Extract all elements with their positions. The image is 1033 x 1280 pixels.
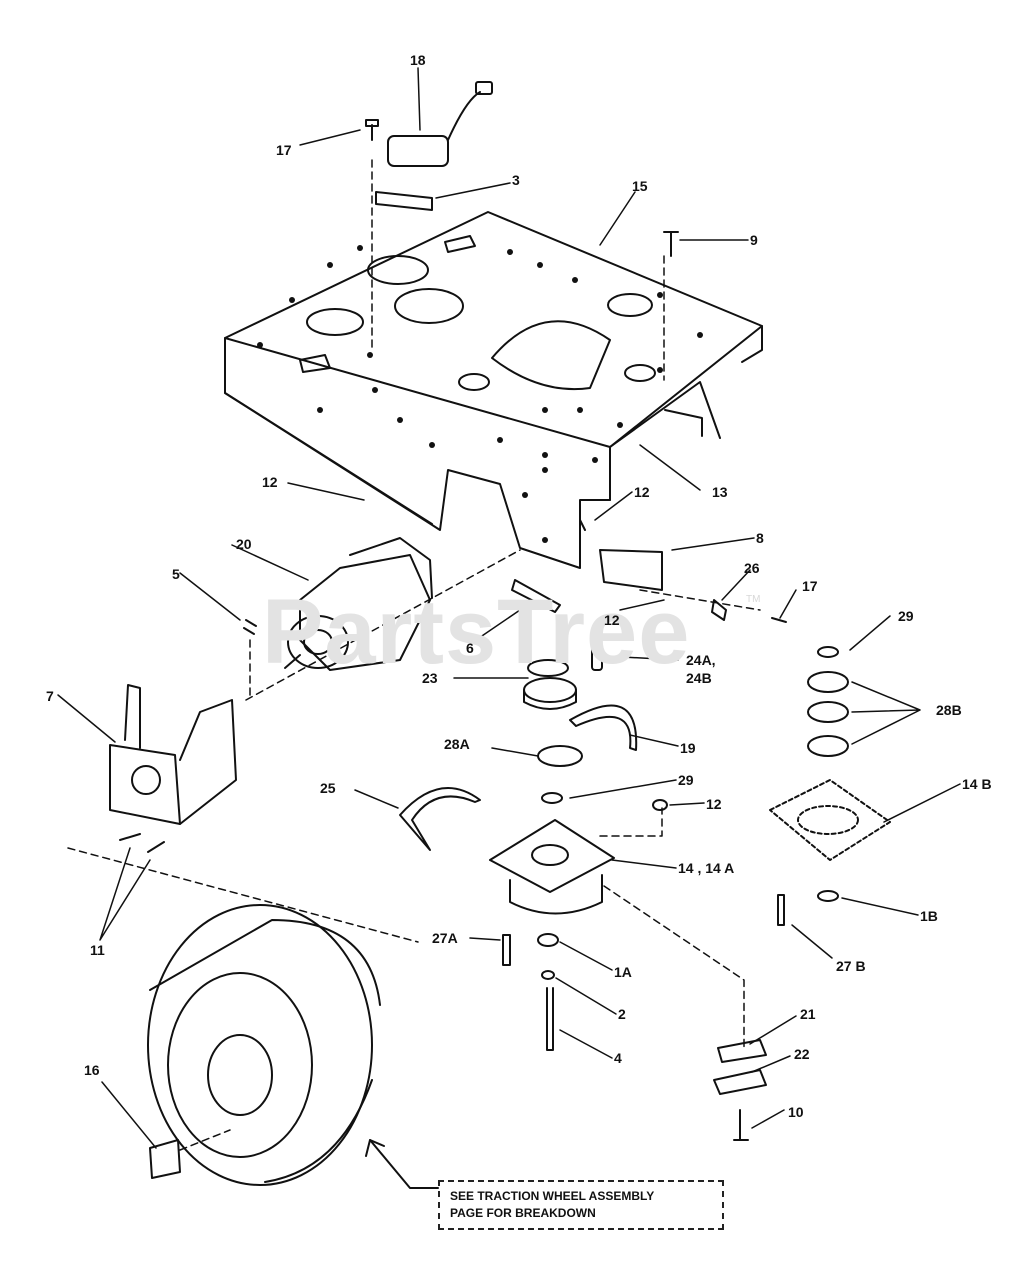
part-label-24a: 24A,	[686, 652, 716, 668]
part-label-28a: 28A	[444, 736, 470, 752]
part-label-17-top: 17	[276, 142, 292, 158]
part-label-3: 3	[512, 172, 520, 188]
frame-holes	[257, 245, 703, 543]
part-label-7: 7	[46, 688, 54, 704]
hydro-pump	[243, 537, 433, 671]
clutch-parts	[399, 519, 787, 1141]
watermark: PartsTree	[262, 581, 691, 683]
part-label-8: 8	[756, 530, 764, 546]
part-label-27b: 27 B	[836, 958, 866, 974]
part-label-11: 11	[90, 942, 105, 958]
part-label-19: 19	[680, 740, 696, 756]
part-label-4: 4	[614, 1050, 622, 1066]
switch-assembly	[365, 81, 679, 257]
part-label-15: 15	[632, 178, 648, 194]
part-label-21: 21	[800, 1006, 816, 1022]
traction-wheel-note: SEE TRACTION WHEEL ASSEMBLY PAGE FOR BRE…	[438, 1180, 724, 1230]
frame-plate	[224, 211, 763, 569]
part-label-5: 5	[172, 566, 180, 582]
part-label-24b: 24B	[686, 670, 712, 686]
part-label-2: 2	[618, 1006, 626, 1022]
leader-lines	[57, 67, 961, 1149]
part-label-18: 18	[410, 52, 426, 68]
part-label-12-left: 12	[262, 474, 278, 490]
part-label-12-bracket: 12	[604, 612, 620, 628]
part-label-12-clutch: 12	[706, 796, 722, 812]
note-line-2: PAGE FOR BREAKDOWN	[450, 1206, 596, 1220]
part-label-6: 6	[466, 640, 474, 656]
part-label-22: 22	[794, 1046, 810, 1062]
part-label-29-right: 29	[898, 608, 914, 624]
traction-wheel	[147, 904, 381, 1186]
part-label-9: 9	[750, 232, 758, 248]
part-label-29-center: 29	[678, 772, 694, 788]
part-label-17-right: 17	[802, 578, 818, 594]
part-label-27a: 27A	[432, 930, 458, 946]
part-label-28b: 28B	[936, 702, 962, 718]
part-label-10: 10	[788, 1104, 804, 1120]
part-label-14-14a: 14 , 14 A	[678, 860, 735, 876]
assembly-lines	[67, 159, 761, 1151]
mount-bracket	[109, 684, 237, 853]
part-label-26: 26	[744, 560, 760, 576]
note-line-1: SEE TRACTION WHEEL ASSEMBLY	[450, 1189, 655, 1203]
watermark-trademark: TM	[746, 594, 761, 605]
bearing-stack	[769, 646, 891, 926]
part-label-23: 23	[422, 670, 438, 686]
part-label-20: 20	[236, 536, 252, 552]
part-label-12-frame: 12	[634, 484, 650, 500]
part-label-25: 25	[320, 780, 336, 796]
part-label-14b: 14 B	[962, 776, 992, 792]
part-label-16: 16	[84, 1062, 100, 1078]
part-label-1b: 1B	[920, 908, 938, 924]
part-label-13: 13	[712, 484, 728, 500]
part-label-1a: 1A	[614, 964, 632, 980]
